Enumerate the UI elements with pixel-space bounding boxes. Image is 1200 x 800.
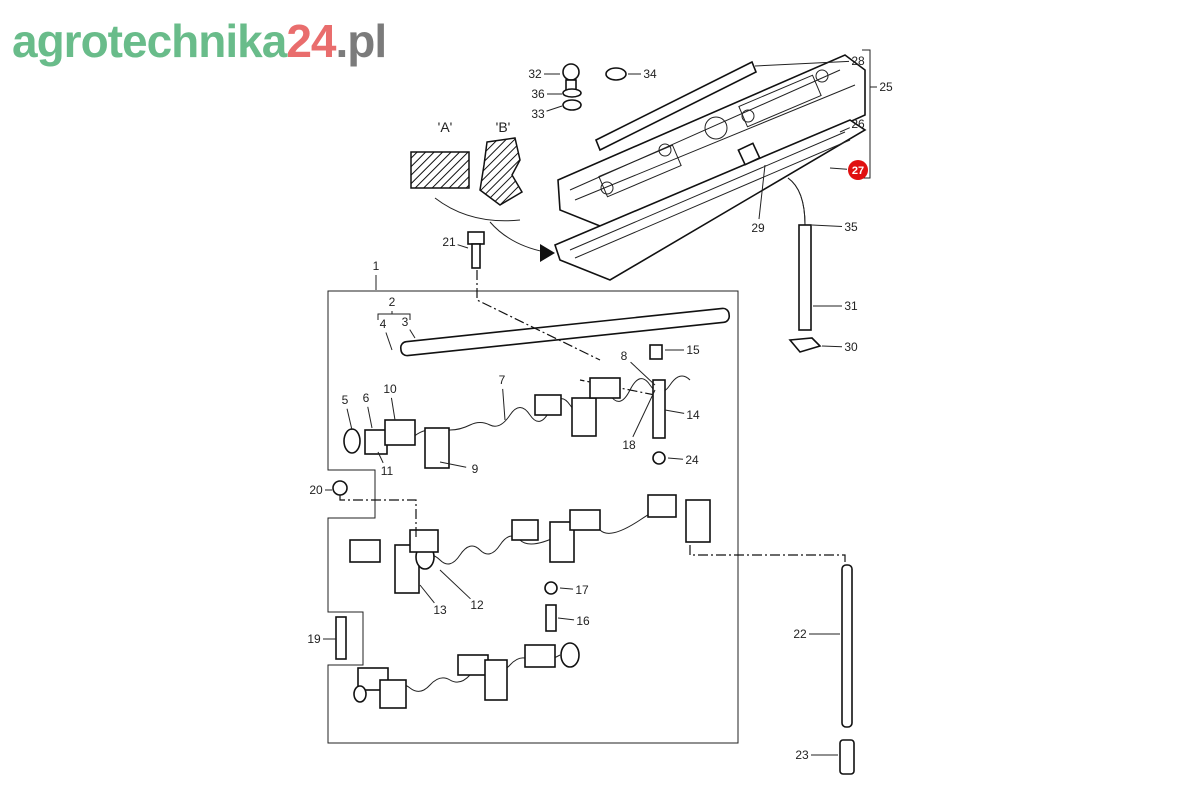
callout-7: 7 bbox=[499, 373, 506, 387]
callout-12: 12 bbox=[470, 598, 484, 612]
callout-3: 3 bbox=[402, 315, 409, 329]
callout-26: 26 bbox=[851, 117, 865, 131]
leader-line-16 bbox=[557, 617, 575, 621]
assembly-frame bbox=[327, 290, 739, 744]
callout-13: 13 bbox=[433, 603, 447, 617]
callout-30: 30 bbox=[844, 340, 858, 354]
tappet bbox=[839, 739, 855, 775]
cover-plate bbox=[594, 60, 758, 152]
leader-line-11 bbox=[377, 451, 384, 464]
callout-35: 35 bbox=[844, 220, 858, 234]
callout-28: 28 bbox=[851, 54, 865, 68]
callout-36: 36 bbox=[531, 87, 545, 101]
callout-20: 20 bbox=[309, 483, 323, 497]
leader-line-21 bbox=[457, 244, 469, 249]
callout-24: 24 bbox=[685, 453, 699, 467]
callout-33: 33 bbox=[531, 107, 545, 121]
callout-16: 16 bbox=[576, 614, 590, 628]
callout-31: 31 bbox=[844, 299, 858, 313]
callout-22: 22 bbox=[793, 627, 807, 641]
leader-line-27 bbox=[829, 167, 848, 170]
callout-1: 1 bbox=[373, 259, 380, 273]
callout-11: 11 bbox=[381, 464, 394, 478]
small-parts-top bbox=[467, 63, 822, 353]
leader-line-6 bbox=[367, 406, 373, 429]
leader-line-26 bbox=[839, 127, 850, 133]
callout-17: 17 bbox=[575, 583, 589, 597]
callout-23: 23 bbox=[795, 748, 809, 762]
leader-line-13 bbox=[419, 584, 435, 604]
leader-line-9 bbox=[439, 461, 467, 468]
section-b-sample bbox=[479, 137, 524, 206]
highlight-marker bbox=[848, 160, 868, 180]
callout-10: 10 bbox=[383, 382, 397, 396]
callout-18: 18 bbox=[622, 438, 636, 452]
leader-line-7 bbox=[502, 388, 506, 421]
callout-15: 15 bbox=[686, 343, 700, 357]
section-label-a: 'A' bbox=[438, 119, 453, 135]
callout-27: 27 bbox=[852, 165, 864, 177]
section-a-sample bbox=[410, 151, 470, 189]
callout-9: 9 bbox=[472, 462, 479, 476]
arrow-pointer bbox=[489, 221, 546, 253]
leader-line-12 bbox=[439, 569, 471, 600]
callout-32: 32 bbox=[528, 67, 542, 81]
leader-line-18 bbox=[632, 389, 656, 438]
leader-line-4 bbox=[385, 332, 393, 351]
leader-line-29 bbox=[758, 164, 766, 220]
leader-line-5 bbox=[346, 408, 353, 431]
rocker-row-3 bbox=[353, 642, 580, 709]
callout-34: 34 bbox=[643, 67, 657, 81]
watermark: agrotechnika24.pl bbox=[12, 15, 387, 67]
callout-19: 19 bbox=[307, 632, 321, 646]
callout-5: 5 bbox=[342, 393, 349, 407]
arrow-curve bbox=[434, 197, 521, 222]
leader-line-14 bbox=[664, 409, 685, 414]
bracket-2 bbox=[377, 313, 411, 320]
leader-line-24 bbox=[667, 457, 684, 460]
leader-line-35 bbox=[811, 224, 843, 228]
leader-line-33 bbox=[546, 105, 563, 112]
leader-line-3 bbox=[409, 329, 416, 339]
callout-2: 2 bbox=[389, 295, 396, 309]
callout-4: 4 bbox=[380, 317, 387, 331]
valve-cover bbox=[557, 54, 866, 231]
leader-line-28 bbox=[754, 60, 850, 67]
section-label-b: 'B' bbox=[496, 119, 511, 135]
rocker-shaft bbox=[399, 307, 731, 357]
leader-line-8 bbox=[630, 361, 656, 386]
push-rod bbox=[841, 564, 853, 728]
leader-line-30 bbox=[821, 345, 843, 348]
leader-line-10 bbox=[390, 397, 396, 421]
arrow-head bbox=[540, 244, 555, 262]
leader-line-17 bbox=[559, 587, 574, 590]
leader-lines bbox=[323, 60, 877, 756]
bracket-25 bbox=[862, 49, 871, 179]
callout-8: 8 bbox=[621, 349, 628, 363]
callout-6: 6 bbox=[363, 391, 370, 405]
callout-29: 29 bbox=[751, 221, 765, 235]
rocker-row-2 bbox=[332, 480, 846, 660]
rocker-row-1 bbox=[343, 344, 691, 469]
callout-25: 25 bbox=[879, 80, 893, 94]
callout-14: 14 bbox=[686, 408, 700, 422]
callout-21: 21 bbox=[442, 235, 456, 249]
